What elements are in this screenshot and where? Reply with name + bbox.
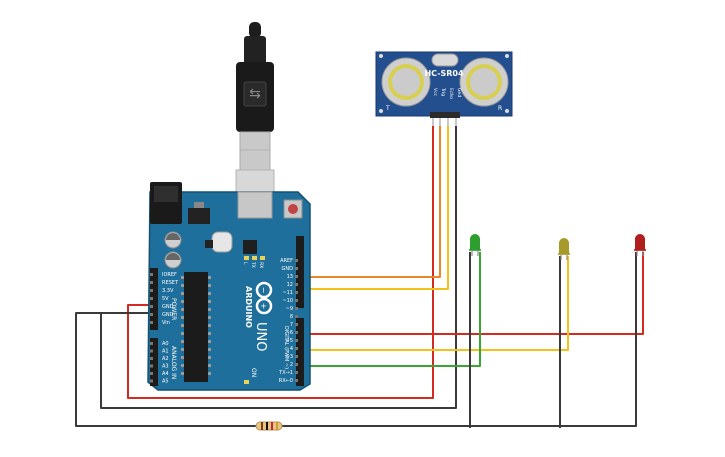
reset-button-icon [288, 204, 298, 214]
svg-text:+: + [259, 303, 268, 310]
usb-cable: ⇆ [235, 22, 275, 217]
board-led-label: L [242, 262, 248, 265]
board-led-label: RX [258, 262, 264, 268]
analog-pin-label: A4 [162, 371, 169, 377]
led-green [469, 234, 481, 256]
wire-green-led [304, 252, 481, 367]
digital-pin-label: ~10 [282, 298, 293, 304]
wires [75, 126, 644, 428]
board-leds [244, 256, 265, 384]
arduino-logo-icon: − + [255, 281, 273, 315]
digital-pin-label: 4 [290, 346, 293, 352]
digital-pin-label: ~6 [286, 330, 293, 336]
wire-vcc-red [127, 126, 434, 399]
wire-yellow-led [304, 256, 569, 351]
power-pin-label: GND [162, 304, 174, 310]
digital-header-label: DIGITAL (PWM ~) [283, 326, 289, 369]
digital-pin-label: RX←0 [279, 378, 293, 384]
digital-pin-label: ~3 [286, 354, 293, 360]
wire-arduino-gnd-black [75, 312, 256, 427]
digital-pin-label: GND [282, 266, 294, 272]
receiver-transducer [459, 57, 509, 107]
digital-pin-label: ~5 [286, 338, 293, 344]
digital-pin-label: 7 [290, 322, 293, 328]
analog-pin-label: A3 [162, 364, 169, 370]
sensor-pins [430, 112, 460, 126]
analog-pin-label: A1 [162, 349, 169, 355]
sensor-pin-label: Trig [440, 87, 446, 96]
wire-red-cathode [560, 252, 637, 427]
sensor-pin-label: Vcc [432, 88, 438, 97]
power-pin-label: RESET [162, 280, 179, 286]
analog-pin-label: A2 [162, 356, 169, 362]
digital-pin-label: 12 [287, 282, 293, 288]
power-pin-label: IOREF [162, 272, 177, 278]
arduino-brand-label: ARDUINO [244, 286, 253, 328]
wire-echo-yellow [304, 126, 449, 290]
digital-pin-label: ~9 [286, 306, 293, 312]
arduino-uno-board: − + ARDUINO UNO POWER ANALOG IN DIGITAL … [147, 182, 311, 391]
power-pin-label: 3.3V [162, 288, 174, 294]
sensor-pin-label: Echo [448, 88, 454, 99]
digital-pin-label: AREF [280, 258, 293, 264]
resistor [255, 421, 283, 431]
svg-text:−: − [259, 287, 268, 294]
digital-pin-label: 13 [287, 274, 293, 280]
analog-pin-label: A0 [162, 341, 169, 347]
led-red [634, 234, 646, 256]
led-yellow [558, 238, 570, 260]
usb-icon: ⇆ [249, 86, 261, 102]
power-pin-label: 5V [162, 296, 169, 302]
sensor-right-mark: R [498, 105, 502, 112]
wire-red-led [304, 252, 644, 335]
digital-pin-label: 8 [290, 314, 293, 320]
chip-pins [181, 276, 211, 375]
power-pin-label: GND [162, 312, 174, 318]
analog-header-label: ANALOG IN [170, 346, 177, 379]
digital-pin-label: 2 [290, 362, 293, 368]
sensor-pin-label: Gnd [456, 88, 462, 97]
wire-trig-orange [304, 126, 441, 278]
analog-pin-label: A5 [162, 379, 169, 385]
power-pin-label: Vin [162, 320, 170, 326]
transmitter-transducer [381, 57, 431, 107]
on-label: ON [250, 368, 257, 377]
digital-pin-label: TX→1 [278, 370, 293, 376]
sensor-left-mark: T [385, 105, 390, 112]
board-led-label: TX [250, 261, 256, 268]
arduino-model-label: UNO [253, 322, 268, 351]
sensor-model-label: HC-SR04 [424, 69, 464, 78]
power-header-label: POWER [170, 298, 177, 320]
digital-pin-label: ~11 [282, 290, 293, 296]
